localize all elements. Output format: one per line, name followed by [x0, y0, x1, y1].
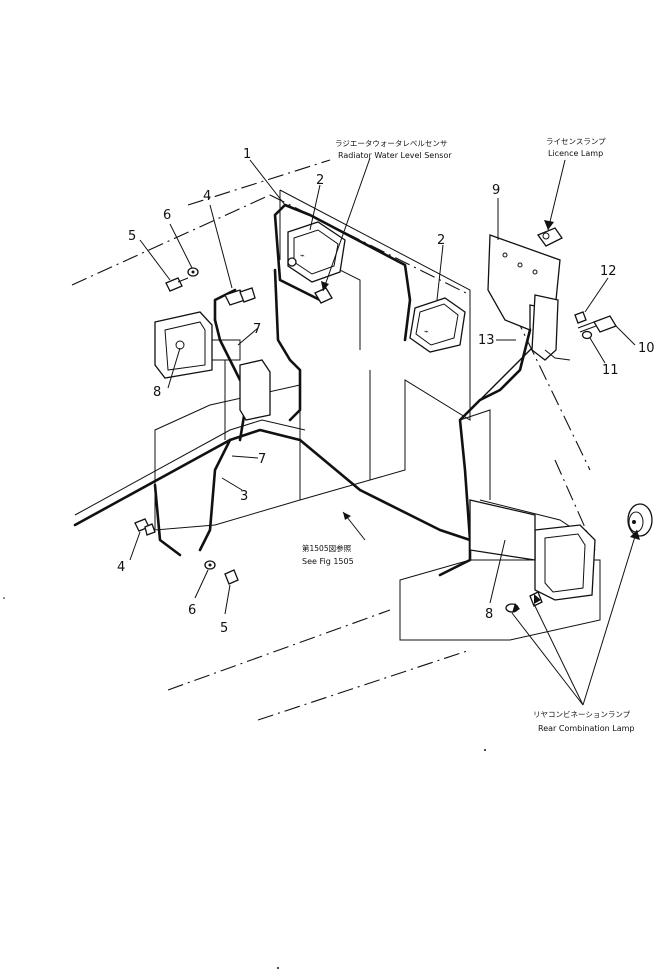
- callout-5-bottom: 5: [220, 621, 228, 636]
- callout-13: 13: [478, 333, 495, 348]
- callout-3: 3: [240, 489, 248, 504]
- licence-lamp: [536, 227, 563, 247]
- svg-text:⌁: ⌁: [424, 327, 429, 336]
- rear-combination-label-en: Rear Combination Lamp: [538, 724, 635, 733]
- callout-2-left: 2: [316, 173, 324, 188]
- see-fig-label-jp: 第1505図参照: [302, 543, 352, 553]
- callout-5-top: 5: [128, 229, 136, 244]
- fastener-washer-11: [581, 330, 593, 340]
- work-lamp-right: ⌁: [409, 297, 466, 353]
- fastener-washer-6-top: [187, 267, 199, 277]
- callout-2-right: 2: [437, 233, 445, 248]
- clip-4-bottom: [134, 518, 156, 536]
- callout-10: 10: [638, 341, 655, 356]
- callout-6-top: 6: [163, 208, 171, 223]
- callout-11: 11: [602, 363, 619, 378]
- licence-lamp-label-en: Licence Lamp: [548, 149, 603, 158]
- connector-radiator-sensor: [287, 257, 333, 304]
- callout-8-right: 8: [485, 607, 493, 622]
- front-lamp-left: [154, 311, 241, 379]
- leader-lines: [129, 157, 640, 706]
- callout-7-bottom: 7: [258, 452, 266, 467]
- see-fig-label-en: See Fig 1505: [302, 557, 354, 566]
- callout-4-top: 4: [203, 189, 211, 204]
- callout-7-top: 7: [253, 322, 261, 337]
- callout-4-bottom: 4: [117, 560, 125, 575]
- callout-9: 9: [492, 183, 500, 198]
- fastener-washer-6-bottom: [204, 560, 216, 570]
- text-labels: ラジエータウォータレベルセンサ Radiator Water Level Sen…: [302, 137, 635, 733]
- fastener-12: [574, 311, 587, 324]
- licence-lamp-bracket: [487, 234, 571, 361]
- callout-1: 1: [243, 147, 251, 162]
- radiator-sensor-label-jp: ラジエータウォータレベルセンサ: [335, 139, 447, 148]
- rear-combination-label-jp: リヤコンビネーションランプ: [533, 710, 631, 719]
- rear-lamp-lens: [627, 503, 653, 537]
- radiator-sensor-label-en: Radiator Water Level Sensor: [338, 151, 452, 160]
- fastener-bolt-5-top: [165, 277, 189, 292]
- harness-3: [73, 398, 472, 557]
- rear-panel-structure: [154, 189, 601, 641]
- fastener-bolt-5-bottom: [224, 569, 239, 585]
- licence-lamp-label-jp: ライセンスランプ: [546, 137, 606, 146]
- callout-8-left: 8: [153, 385, 161, 400]
- callout-numbers: 1 2 2 3 4 4 5 5 6 6 7 7 8 8 9 10 11 12 1…: [117, 147, 655, 636]
- callout-12: 12: [600, 264, 617, 279]
- stray-marks: [3, 597, 486, 969]
- relay-box: [239, 359, 271, 421]
- rear-combination-lamp: [469, 499, 596, 601]
- svg-text:⌁: ⌁: [300, 251, 305, 260]
- callout-6-bottom: 6: [188, 603, 196, 618]
- clip-4-top: [224, 287, 256, 306]
